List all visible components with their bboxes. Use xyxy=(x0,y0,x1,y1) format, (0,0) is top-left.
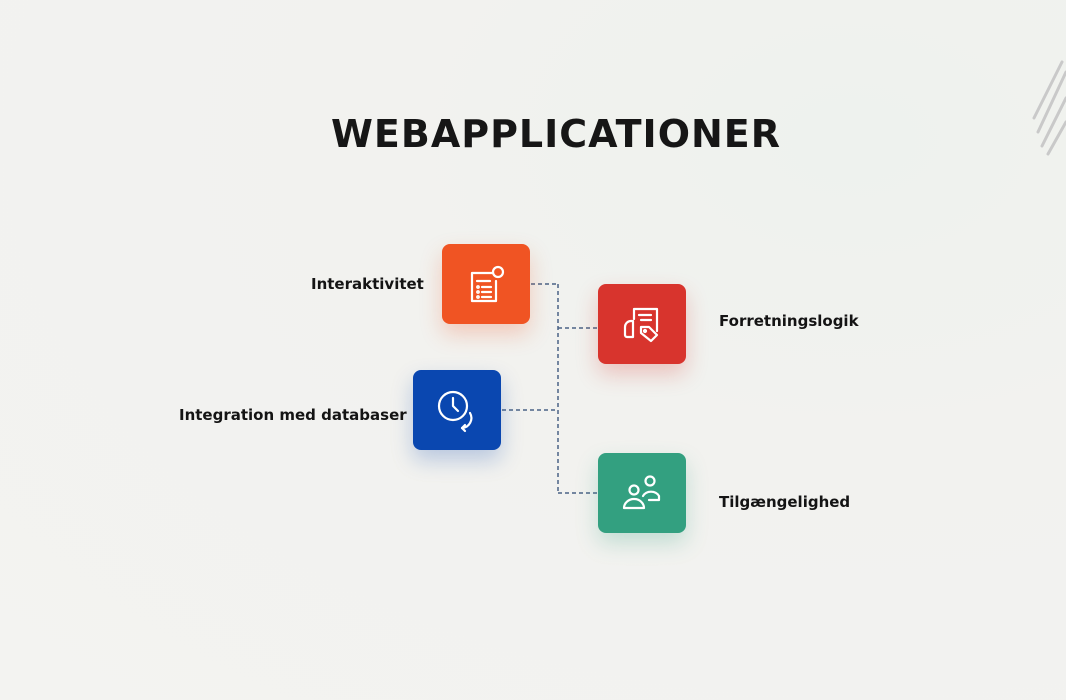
interaktivitet-label: Interaktivitet xyxy=(311,275,424,293)
forretningslogik-box xyxy=(598,284,686,364)
scribble-decoration xyxy=(1032,60,1066,156)
document-tag-icon xyxy=(623,307,659,343)
form-icon xyxy=(470,265,505,303)
integration-label: Integration med databaser xyxy=(179,406,407,424)
tilgaengelighed-box xyxy=(598,453,686,533)
clock-icon xyxy=(437,390,473,433)
users-icon xyxy=(622,475,661,510)
tilgaengelighed-label: Tilgængelighed xyxy=(719,493,851,511)
forretningslogik-label: Forretningslogik xyxy=(719,312,859,330)
interaktivitet-box xyxy=(442,244,530,324)
page-title: WEBAPPLICATIONER xyxy=(330,112,782,156)
integration-box xyxy=(413,370,501,450)
